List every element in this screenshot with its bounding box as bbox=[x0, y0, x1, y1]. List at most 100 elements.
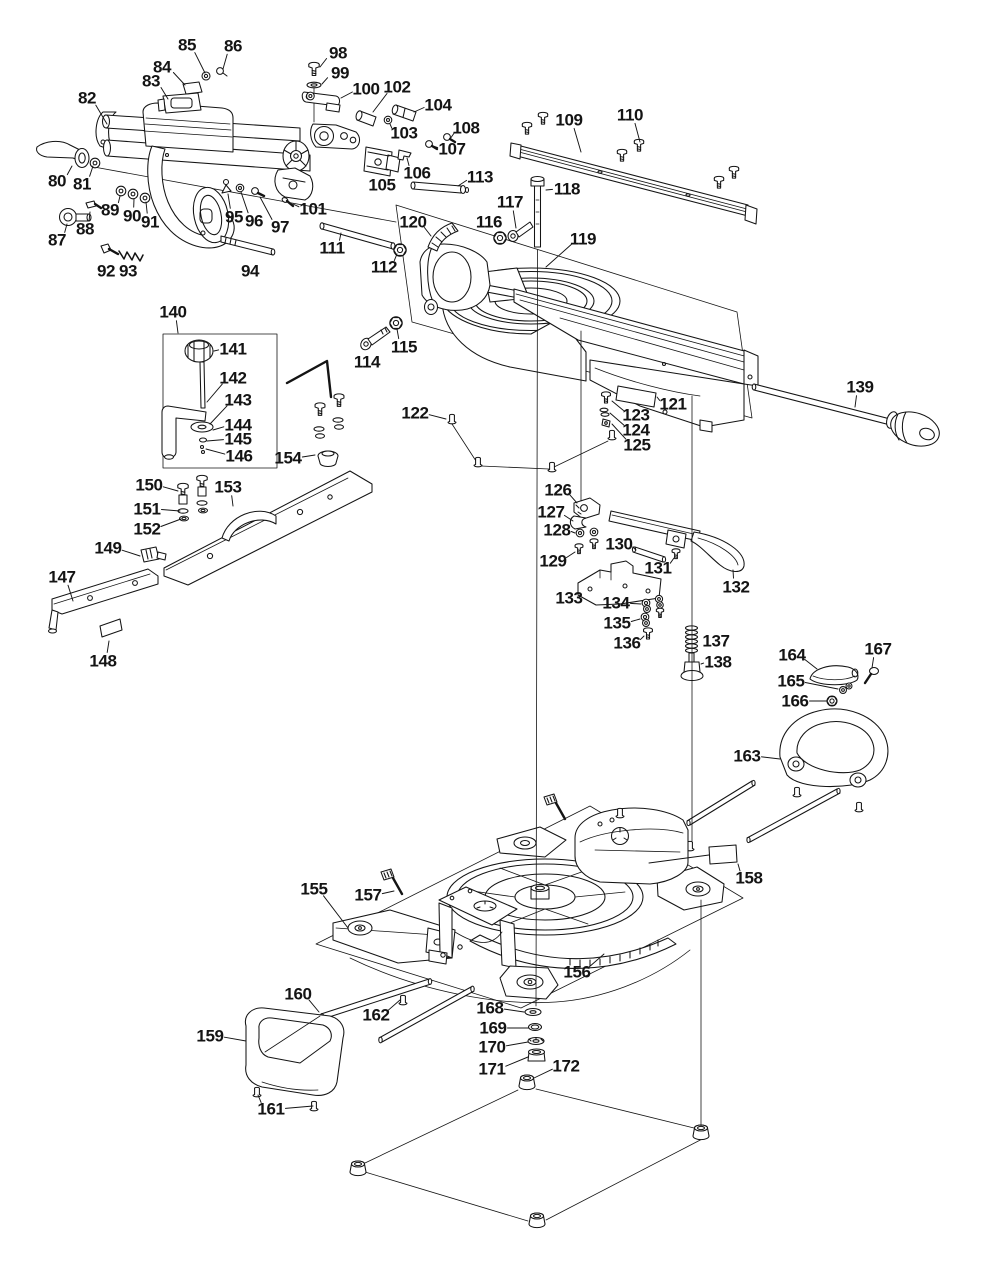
part-label-146: 146 bbox=[225, 447, 252, 466]
part-leader-124 bbox=[610, 413, 624, 425]
part-label-113: 113 bbox=[467, 168, 493, 187]
nut-166 bbox=[827, 696, 837, 706]
part-label-122: 122 bbox=[401, 404, 428, 423]
rail-screw bbox=[728, 165, 740, 179]
part-label-135: 135 bbox=[603, 614, 630, 633]
rear-mount-pad bbox=[497, 827, 566, 857]
part-label-125: 125 bbox=[623, 436, 650, 455]
part-label-147: 147 bbox=[48, 568, 75, 587]
part-label-133: 133 bbox=[555, 589, 582, 608]
part-leader-138 bbox=[701, 663, 704, 664]
part-label-155: 155 bbox=[300, 880, 327, 899]
part-label-108: 108 bbox=[452, 119, 479, 138]
part-leader-146 bbox=[206, 449, 225, 454]
screw-123 bbox=[601, 391, 611, 404]
pin bbox=[792, 786, 802, 798]
nut-171 bbox=[528, 1049, 545, 1061]
part-label-81: 81 bbox=[73, 175, 91, 194]
part-label-94: 94 bbox=[241, 262, 260, 281]
part-label-86: 86 bbox=[224, 37, 242, 56]
handle-assembly bbox=[685, 666, 888, 852]
thumbscrew-157 bbox=[542, 792, 567, 821]
part-leader-123 bbox=[612, 401, 624, 411]
part-leader-119 bbox=[546, 244, 571, 267]
part-label-162: 162 bbox=[362, 1006, 389, 1025]
rubber-foot-172 bbox=[692, 1124, 710, 1141]
part-label-96: 96 bbox=[245, 212, 263, 231]
part-leader-151 bbox=[162, 510, 181, 512]
part-leader-126 bbox=[570, 495, 577, 503]
part-leader-120 bbox=[424, 228, 431, 237]
washer-165 bbox=[845, 682, 853, 690]
part-label-92: 92 bbox=[97, 262, 115, 281]
lower-rods-and-holder bbox=[245, 979, 474, 1112]
washer-91 bbox=[139, 192, 151, 204]
part-label-115: 115 bbox=[391, 338, 417, 357]
part-leader-108 bbox=[450, 133, 454, 139]
part-leader-129 bbox=[566, 552, 575, 558]
part-label-83: 83 bbox=[142, 72, 160, 91]
part-leader-147 bbox=[68, 585, 73, 601]
fitting-125 bbox=[602, 419, 610, 427]
rubber-foot-172 bbox=[349, 1160, 367, 1177]
part-leader-136 bbox=[640, 636, 644, 640]
washer-135 bbox=[642, 619, 650, 627]
pin-113 bbox=[413, 182, 461, 193]
part-leader-156 bbox=[589, 954, 604, 967]
flag-95 bbox=[224, 180, 229, 185]
label-plate-148 bbox=[100, 619, 122, 637]
part-leader-89 bbox=[118, 196, 120, 203]
part-label-150: 150 bbox=[135, 476, 162, 495]
part-label-165: 165 bbox=[777, 672, 804, 691]
part-label-100: 100 bbox=[352, 80, 379, 99]
holder-159 bbox=[245, 1008, 343, 1096]
part-leader-162 bbox=[388, 1000, 400, 1010]
washer-168 bbox=[525, 1009, 541, 1016]
part-label-126: 126 bbox=[544, 481, 571, 500]
box-140 bbox=[163, 334, 277, 468]
part-label-91: 91 bbox=[141, 213, 159, 232]
ring-145 bbox=[200, 438, 207, 442]
part-label-158: 158 bbox=[735, 869, 762, 888]
part-label-110: 110 bbox=[617, 106, 643, 125]
part-label-120: 120 bbox=[399, 213, 426, 232]
part-leader-143 bbox=[210, 406, 227, 424]
part-leader-130 bbox=[633, 547, 636, 550]
part-leader-86 bbox=[223, 54, 227, 69]
part-leader-87 bbox=[65, 224, 67, 232]
part-label-89: 89 bbox=[101, 201, 119, 220]
part-leader-161 bbox=[286, 1106, 314, 1108]
nut-116 bbox=[493, 231, 507, 245]
part-label-137: 137 bbox=[702, 632, 729, 651]
spring-93 bbox=[119, 251, 143, 261]
rail-screw bbox=[537, 111, 549, 125]
part-leader-99 bbox=[322, 78, 328, 84]
part-leader-88 bbox=[89, 212, 90, 220]
left-wing-155 bbox=[333, 910, 455, 963]
pin bbox=[615, 807, 625, 819]
base-assembly bbox=[333, 792, 737, 1003]
part-label-169: 169 bbox=[479, 1019, 506, 1038]
part-label-148: 148 bbox=[89, 652, 116, 671]
fence-assembly bbox=[49, 471, 373, 637]
part-leader-141 bbox=[214, 350, 219, 351]
washer-128 bbox=[589, 527, 599, 537]
part-label-90: 90 bbox=[123, 207, 141, 226]
part-label-160: 160 bbox=[284, 985, 311, 1004]
part-label-80: 80 bbox=[48, 172, 66, 191]
upper-rail-assembly bbox=[510, 111, 757, 224]
part-label-119: 119 bbox=[570, 230, 596, 249]
washer-134 bbox=[643, 605, 651, 613]
fence-153 bbox=[164, 471, 372, 585]
part-leader-109 bbox=[574, 128, 581, 152]
part-label-153: 153 bbox=[214, 478, 241, 497]
part-leader-160 bbox=[309, 1000, 319, 1012]
projection-guides bbox=[94, 167, 752, 1221]
part-label-172: 172 bbox=[552, 1057, 579, 1076]
part-leader-148 bbox=[107, 641, 109, 652]
part-label-144: 144 bbox=[224, 416, 252, 435]
part-leader-135 bbox=[631, 619, 640, 622]
turntable-projection-plane bbox=[396, 205, 752, 418]
